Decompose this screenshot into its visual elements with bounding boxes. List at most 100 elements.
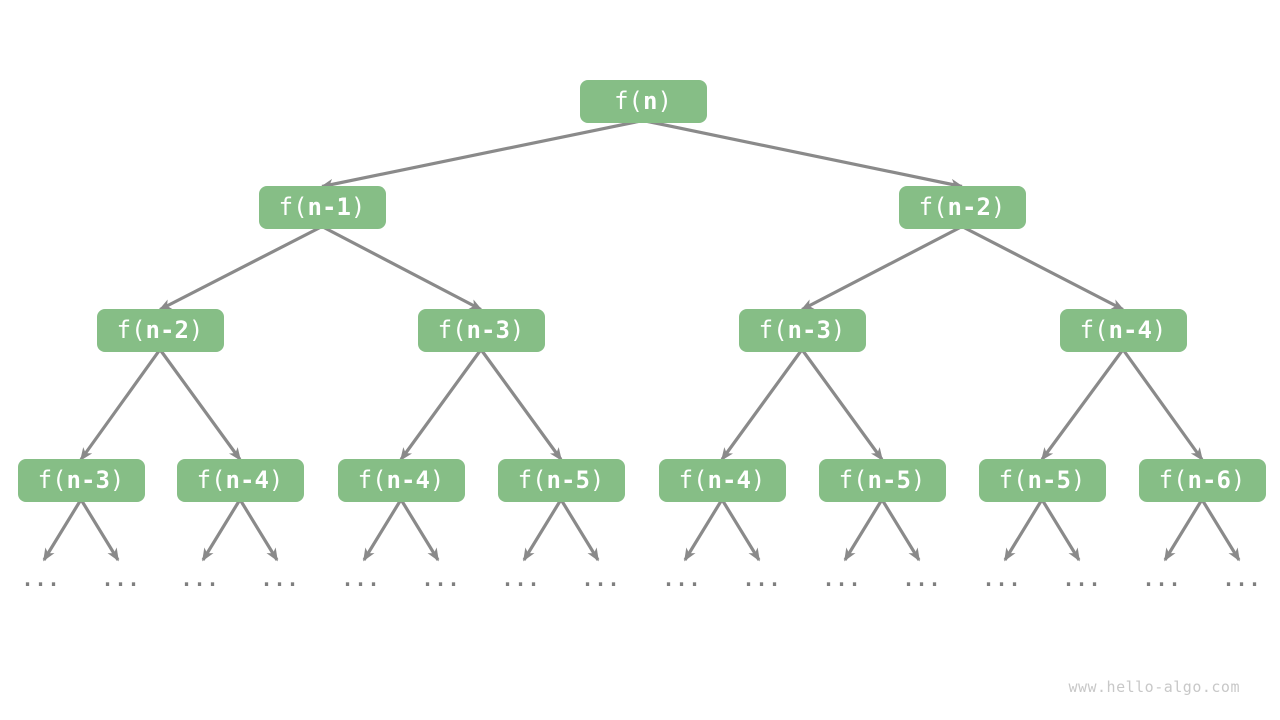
ellipsis-node: ... (180, 567, 220, 591)
node-label-suffix: ) (350, 193, 366, 221)
node-label-prefix: f( (517, 466, 547, 494)
node-label-argument: n-4 (386, 466, 430, 494)
edge-arrow (683, 498, 724, 562)
node-label-argument: n-2 (947, 193, 991, 221)
edge-arrow (362, 498, 403, 562)
tree-node-n7: f(n-3) (17, 458, 145, 502)
node-label-prefix: f( (357, 466, 387, 494)
node-label-suffix: ) (109, 466, 125, 494)
edge-arrow (559, 498, 600, 562)
edge-arrow (320, 118, 644, 190)
edge-arrow (1121, 348, 1204, 461)
node-label-prefix: f( (1079, 316, 1109, 344)
node-label-prefix: f( (37, 466, 67, 494)
node-label-suffix: ) (990, 193, 1006, 221)
tree-node-n5: f(n-3) (738, 308, 866, 352)
edge-arrow (800, 225, 963, 311)
node-label-suffix: ) (1230, 466, 1246, 494)
node-label-suffix: ) (429, 466, 445, 494)
node-label-prefix: f( (838, 466, 868, 494)
ellipsis-node: ... (1142, 567, 1182, 591)
node-label-suffix: ) (657, 87, 672, 115)
node-label-argument: n-5 (867, 466, 911, 494)
node-label-suffix: ) (1070, 466, 1086, 494)
tree-node-n13: f(n-5) (978, 458, 1106, 502)
node-label-argument: n-4 (225, 466, 269, 494)
edge-arrow (201, 498, 242, 562)
node-label-argument: n (643, 87, 658, 115)
tree-node-n12: f(n-5) (818, 458, 946, 502)
tree-node-n9: f(n-4) (337, 458, 465, 502)
edge-arrow (720, 348, 804, 461)
node-label-argument: n-1 (307, 193, 351, 221)
node-label-argument: n-4 (1108, 316, 1152, 344)
ellipsis-node: ... (982, 567, 1022, 591)
ellipsis-node: ... (822, 567, 862, 591)
edge-arrow (522, 498, 563, 562)
node-label-suffix: ) (750, 466, 766, 494)
tree-node-n6: f(n-4) (1059, 308, 1187, 352)
node-label-argument: n-2 (145, 316, 189, 344)
node-label-argument: n-5 (546, 466, 590, 494)
node-label-prefix: f( (437, 316, 467, 344)
node-label-prefix: f( (1158, 466, 1188, 494)
node-label-suffix: ) (910, 466, 926, 494)
edge-arrow (42, 498, 83, 562)
ellipsis-node: ... (421, 567, 461, 591)
node-label-argument: n-5 (1027, 466, 1071, 494)
edge-arrow (720, 498, 761, 562)
tree-node-n10: f(n-5) (497, 458, 625, 502)
node-label-prefix: f( (998, 466, 1028, 494)
edge-arrow (1163, 498, 1204, 562)
tree-node-n11: f(n-4) (658, 458, 786, 502)
edge-arrow (79, 498, 120, 562)
node-label-suffix: ) (1151, 316, 1167, 344)
ellipsis-node: ... (501, 567, 541, 591)
tree-node-n4: f(n-3) (417, 308, 545, 352)
edge-arrow (1200, 498, 1241, 562)
node-label-argument: n-3 (466, 316, 510, 344)
tree-node-n0: f(n) (579, 79, 707, 123)
ellipsis-node: ... (742, 567, 782, 591)
tree-node-n3: f(n-2) (96, 308, 224, 352)
ellipsis-node: ... (1222, 567, 1262, 591)
node-label-prefix: f( (278, 193, 308, 221)
node-label-prefix: f( (918, 193, 948, 221)
edge-arrow (642, 118, 964, 190)
node-label-suffix: ) (268, 466, 284, 494)
edge-arrow (1003, 498, 1044, 562)
node-label-suffix: ) (509, 316, 525, 344)
node-label-argument: n-3 (66, 466, 110, 494)
edge-arrow (800, 348, 884, 461)
ellipsis-node: ... (1062, 567, 1102, 591)
edge-arrow (961, 225, 1125, 311)
edge-arrow (399, 498, 440, 562)
ellipsis-node: ... (21, 567, 61, 591)
edge-arrow (321, 225, 483, 311)
ellipsis-node: ... (581, 567, 621, 591)
tree-node-n2: f(n-2) (898, 185, 1026, 229)
edge-arrow (158, 348, 242, 461)
tree-node-n8: f(n-4) (176, 458, 304, 502)
node-label-suffix: ) (589, 466, 605, 494)
node-label-argument: n-6 (1187, 466, 1231, 494)
ellipsis-node: ... (902, 567, 942, 591)
node-label-prefix: f( (614, 87, 643, 115)
edge-arrow (158, 225, 323, 311)
edge-arrow (238, 498, 279, 562)
tree-node-n1: f(n-1) (258, 185, 386, 229)
node-label-suffix: ) (830, 316, 846, 344)
edge-arrow (880, 498, 921, 562)
ellipsis-node: ... (341, 567, 381, 591)
node-label-prefix: f( (116, 316, 146, 344)
edge-arrow (399, 348, 483, 461)
node-label-suffix: ) (188, 316, 204, 344)
edge-arrow (1040, 348, 1125, 461)
node-label-prefix: f( (678, 466, 708, 494)
tree-node-n14: f(n-6) (1138, 458, 1266, 502)
edge-arrow (1040, 498, 1081, 562)
ellipsis-node: ... (101, 567, 141, 591)
node-label-prefix: f( (758, 316, 788, 344)
